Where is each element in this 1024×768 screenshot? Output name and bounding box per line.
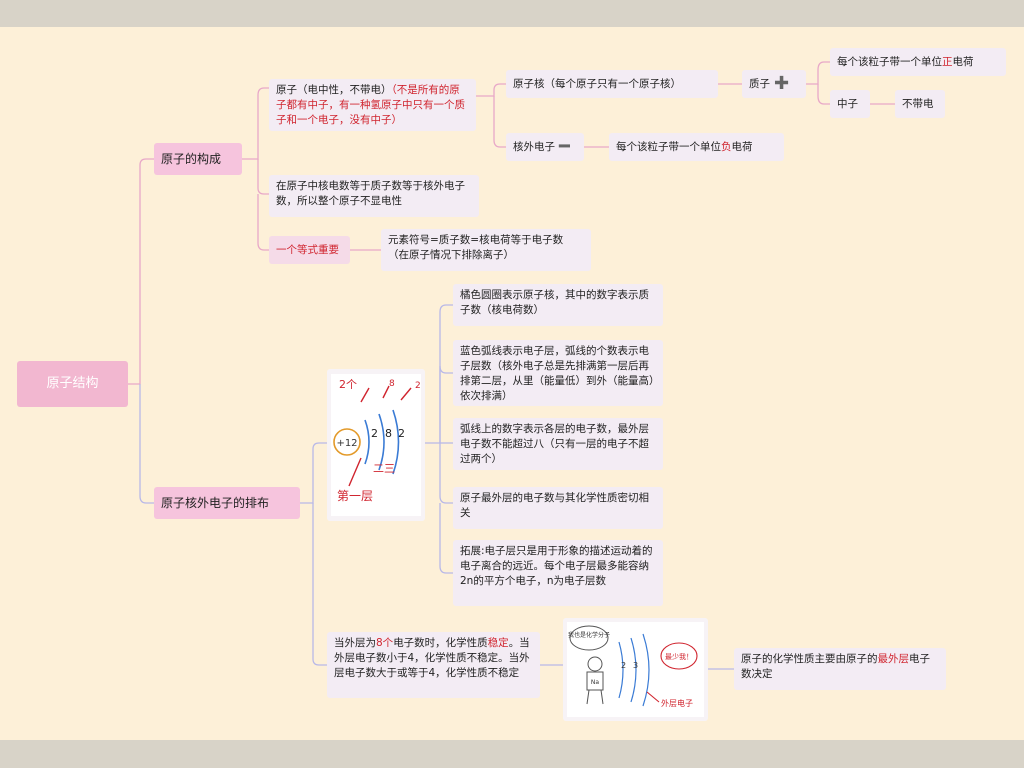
note-shells[interactable]: 蓝色弧线表示电子层，弧线的个数表示电子层数（核外电子总是先排满第一层后再排第二层… bbox=[453, 340, 663, 406]
equation-text: 元素符号=质子数=核电荷等于电子数（在原子情况下排除离子） bbox=[388, 234, 564, 261]
node-conclusion[interactable]: 原子的化学性质主要由原子的最外层电子数决定 bbox=[734, 648, 946, 690]
node-nucleus[interactable]: 原子核（每个原子只有一个原子核） bbox=[506, 70, 718, 98]
sketch-arrow bbox=[646, 691, 660, 703]
electron-desc-highlight: 负 bbox=[721, 141, 732, 153]
speech-bubble-left bbox=[569, 625, 609, 651]
node-equation[interactable]: 元素符号=质子数=核电荷等于电子数（在原子情况下排除离子） bbox=[381, 229, 591, 271]
stability-mid: 电子数时，化学性质 bbox=[393, 637, 488, 649]
sketch-num-2: 3 bbox=[633, 661, 638, 670]
sketch-label: 外层电子 bbox=[661, 698, 693, 708]
annotation-arrow-bottom bbox=[348, 457, 362, 487]
atom-diagram: +12 2 8 2 2个 8 2 二三 第一层 bbox=[331, 374, 421, 516]
node-electron-charge[interactable]: 每个该粒子带一个单位负电荷 bbox=[609, 133, 784, 161]
note-text: 弧线上的数字表示各层的电子数，最外层电子数不能超过八（只有一层的电子不超过两个） bbox=[460, 423, 649, 465]
electron-desc-pre: 每个该粒子带一个单位 bbox=[616, 141, 721, 153]
proton-desc-post: 电荷 bbox=[952, 56, 974, 68]
sketch-arc-1 bbox=[618, 641, 624, 699]
node-proton-charge[interactable]: 每个该粒子带一个单位正电荷 bbox=[830, 48, 1006, 76]
node-electron[interactable]: 核外电子 ━ bbox=[506, 133, 584, 161]
shell-arc-1 bbox=[364, 419, 370, 465]
note-nucleus[interactable]: 橘色圆圈表示原子核，其中的数字表示质子数（核电荷数） bbox=[453, 284, 663, 326]
annotation-top-right: 8 bbox=[389, 379, 395, 389]
note-text: 拓展:电子层只是用于形象的描述运动着的电子离合的远近。每个电子层最多能容纳2n的… bbox=[460, 545, 653, 587]
sketch-arc-3 bbox=[642, 633, 650, 707]
root-node[interactable]: 原子结构 bbox=[17, 361, 128, 407]
note-text: 橘色圆圈表示原子核，其中的数字表示质子数（核电荷数） bbox=[460, 289, 649, 316]
atom-structure-drawing: +12 2 8 2 2个 8 2 二三 第一层 bbox=[333, 378, 421, 503]
equation-label-text: 一个等式重要 bbox=[276, 244, 339, 256]
stability-hl2: 稳定 bbox=[487, 637, 509, 649]
bottom-band bbox=[0, 740, 1024, 768]
note-outer-shell[interactable]: 原子最外层的电子数与其化学性质密切相关 bbox=[453, 487, 663, 529]
bubble-text-right: 最少我！ bbox=[665, 652, 693, 661]
conclusion-post: 电子数决定 bbox=[741, 653, 930, 680]
note-text: 蓝色弧线表示电子层，弧线的个数表示电子层数（核外电子总是先排满第一层后再排第二层… bbox=[460, 345, 655, 402]
shell-count-3: 2 bbox=[398, 427, 405, 440]
electron-text: 核外电子 bbox=[513, 141, 555, 153]
note-extension[interactable]: 拓展:电子层只是用于形象的描述运动着的电子离合的远近。每个电子层最多能容纳2n的… bbox=[453, 540, 663, 606]
nucleus-circle bbox=[333, 428, 361, 456]
figure-head bbox=[587, 656, 603, 672]
node-equation-label[interactable]: 一个等式重要 bbox=[269, 236, 350, 264]
speech-bubble-right bbox=[660, 642, 698, 670]
bubble-text-left: 我也是化学分子 bbox=[568, 631, 610, 639]
shell-count-2: 8 bbox=[385, 427, 392, 440]
note-text: 原子最外层的电子数与其化学性质密切相关 bbox=[460, 492, 649, 519]
stability-pre: 当外层为 bbox=[334, 637, 376, 649]
node-stability[interactable]: 当外层为8个电子数时，化学性质稳定。当外层电子数小于4，化学性质不稳定。当外层电… bbox=[327, 632, 540, 698]
atom-diagram-card[interactable]: +12 2 8 2 2个 8 2 二三 第一层 bbox=[327, 369, 425, 521]
sketch-num-1: 2 bbox=[621, 661, 626, 670]
root-label: 原子结构 bbox=[46, 376, 99, 391]
node-neutron-charge[interactable]: 不带电 bbox=[895, 90, 945, 118]
conclusion-highlight: 最外层 bbox=[877, 653, 910, 665]
branch-atom-composition[interactable]: 原子的构成 bbox=[154, 143, 242, 175]
atom-main-text: 原子（电中性，不带电） bbox=[276, 84, 392, 96]
annotation-arrows bbox=[360, 385, 412, 403]
proton-text: 质子 bbox=[749, 78, 770, 90]
annotation-top: 2个 bbox=[339, 378, 357, 391]
sketch-arc-2 bbox=[630, 637, 637, 703]
proton-desc-pre: 每个该粒子带一个单位 bbox=[837, 56, 942, 68]
shell-arc-2 bbox=[378, 413, 385, 471]
branch-label: 原子核外电子的排布 bbox=[161, 496, 270, 510]
note-shell-counts[interactable]: 弧线上的数字表示各层的电子数，最外层电子数不能超过八（只有一层的电子不超过两个） bbox=[453, 418, 663, 470]
branch-label: 原子的构成 bbox=[161, 152, 222, 166]
neutron-text: 中子 bbox=[837, 98, 858, 110]
electron-desc-post: 电荷 bbox=[731, 141, 753, 153]
figure-body bbox=[586, 671, 604, 691]
annotation-mid: 二三 bbox=[373, 462, 395, 475]
minus-icon: ━ bbox=[559, 136, 570, 157]
sketch-drawing: 我也是化学分子 Na 2 3 最少我！ 外层电子 bbox=[567, 622, 704, 717]
proton-desc-highlight: 正 bbox=[942, 56, 953, 68]
conclusion-pre: 原子的化学性质主要由原子的 bbox=[741, 653, 878, 665]
shell-arc-3 bbox=[392, 409, 400, 475]
neutral-note-text: 在原子中核电数等于质子数等于核外电子数，所以整个原子不显电性 bbox=[276, 180, 465, 207]
figure-label: Na bbox=[591, 679, 599, 686]
nucleus-text: 原子核（每个原子只有一个原子核） bbox=[513, 78, 681, 90]
figure-legs bbox=[586, 689, 604, 705]
node-proton[interactable]: 质子 ✚ bbox=[742, 70, 806, 98]
node-neutron[interactable]: 中子 bbox=[830, 90, 870, 118]
stability-hl1: 8个 bbox=[376, 637, 394, 649]
atom-note-text: （不是所有的原子都有中子，有一种氢原子中只有一个质子和一个电子，没有中子） bbox=[276, 84, 465, 126]
plus-icon: ✚ bbox=[774, 73, 790, 94]
annotation-bottom: 第一层 bbox=[337, 489, 373, 503]
neutron-desc: 不带电 bbox=[902, 98, 934, 110]
stability-post: 。当外层电子数小于4，化学性质不稳定。当外层电子数大于或等于4，化学性质不稳定 bbox=[334, 637, 530, 679]
branch-electron-arrangement[interactable]: 原子核外电子的排布 bbox=[154, 487, 300, 519]
node-atom-definition[interactable]: 原子（电中性，不带电）（不是所有的原子都有中子，有一种氢原子中只有一个质子和一个… bbox=[269, 79, 476, 131]
top-band bbox=[0, 0, 1024, 27]
sketch-card[interactable]: 我也是化学分子 Na 2 3 最少我！ 外层电子 bbox=[563, 618, 708, 721]
annotation-top-far: 2 bbox=[415, 381, 421, 391]
outer-electron-sketch: 我也是化学分子 Na 2 3 最少我！ 外层电子 bbox=[568, 625, 698, 708]
node-neutral-note[interactable]: 在原子中核电数等于质子数等于核外电子数，所以整个原子不显电性 bbox=[269, 175, 479, 217]
nucleus-charge: +12 bbox=[336, 438, 357, 449]
shell-count-1: 2 bbox=[371, 427, 378, 440]
